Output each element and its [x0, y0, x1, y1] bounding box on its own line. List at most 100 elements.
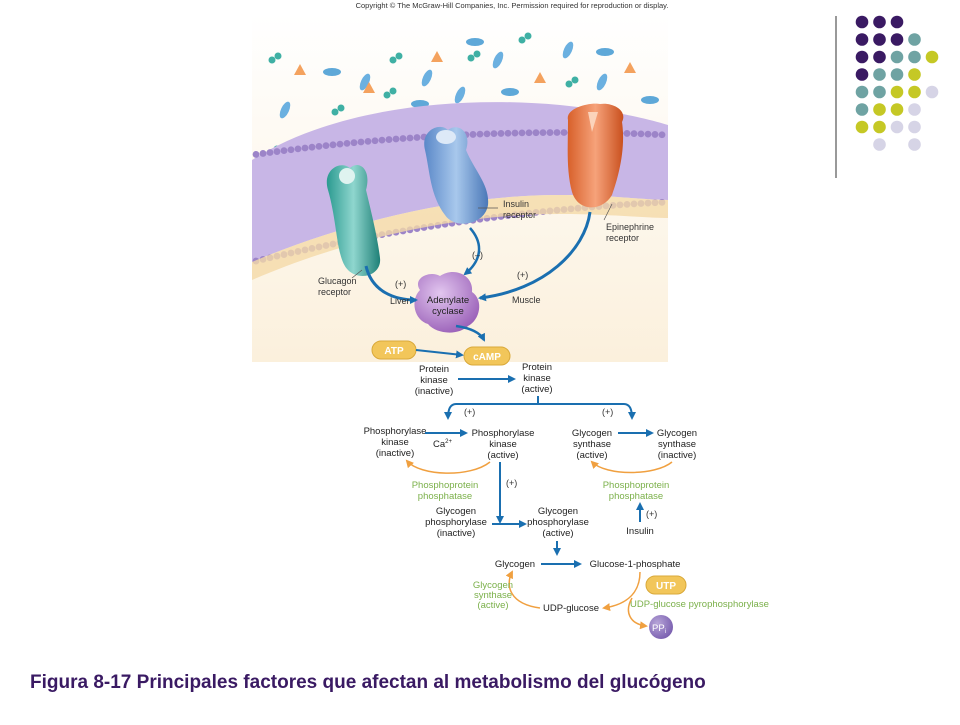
insulin-plus-label: (+): [646, 509, 657, 519]
ppase-left-line2: phosphatase: [418, 491, 472, 502]
lipid-head: [560, 129, 568, 136]
liver-plus-label: (+): [395, 279, 406, 289]
decorative-dot: [855, 120, 869, 134]
g1p-label: Glucose-1-phosphate: [590, 559, 681, 570]
lipid-head: [287, 146, 295, 154]
lipid-head: [623, 130, 631, 137]
decorative-dot: [925, 85, 939, 99]
pk-inactive-line2: kinase: [420, 375, 447, 386]
lipid-head: [539, 129, 547, 137]
ligand-molecule: [268, 52, 282, 64]
ligand-molecule: [421, 69, 433, 87]
copyright-text: Copyright © The McGraw-Hill Companies, I…: [356, 1, 669, 10]
lipid-head: [525, 129, 533, 137]
figure-caption: Figura 8-17 Principales factores que afe…: [30, 672, 706, 693]
camp-pill: cAMP: [463, 346, 511, 366]
pk-active-line1: Protein: [522, 362, 552, 373]
decorative-dot: [908, 50, 921, 64]
udp-pyrophosphorylase-label: UDP-glucose pyrophosphorylase: [630, 599, 769, 610]
lipid-head: [658, 131, 666, 139]
ligand-molecule: [518, 32, 532, 44]
liver-label: Liver: [390, 296, 410, 306]
ligand-molecule: [596, 73, 608, 91]
ligand-molecule: [389, 52, 403, 64]
ligand-molecule: [562, 41, 574, 59]
lipid-head: [504, 129, 512, 137]
lipid-head: [385, 136, 393, 143]
decorative-dot: [908, 85, 921, 99]
lipid-head: [266, 149, 274, 156]
gp-active-line1: Glycogen: [538, 506, 578, 517]
decorative-dot: [908, 68, 921, 81]
decorative-dot: [890, 103, 904, 116]
utp-label: UTP: [656, 581, 676, 592]
decorative-dot: [908, 138, 921, 151]
lipid-head: [259, 150, 267, 157]
ligand-molecule: [363, 82, 375, 93]
lipid-head: [637, 130, 645, 138]
phk-active-line2: kinase: [489, 439, 516, 450]
decorative-dot: [873, 15, 886, 29]
lipid-head: [483, 130, 491, 138]
glucagon-receptor: [326, 164, 381, 277]
ligand-molecule: [624, 62, 636, 73]
lipid-head: [343, 139, 351, 147]
adenylate-cyclase-label-2: cyclase: [432, 306, 464, 317]
lipid-head: [406, 134, 414, 142]
decorative-dot: [908, 33, 921, 46]
lipid-head: [371, 137, 379, 145]
lipid-head: [336, 140, 344, 148]
lipid-head: [252, 151, 260, 158]
gp-inactive-line3: (inactive): [437, 528, 476, 539]
gs-inactive-line3: (inactive): [658, 450, 697, 461]
ligand-molecule: [331, 104, 345, 116]
decorative-dot: [873, 85, 886, 99]
ligand-molecule: [359, 73, 371, 91]
gs-bottom-line1: Glycogen: [473, 580, 513, 591]
decorative-dot: [873, 103, 886, 116]
glucagon-receptor-label-2: receptor: [318, 287, 351, 297]
decorative-dot: [855, 68, 869, 81]
decorative-dot: [873, 120, 886, 134]
adenylate-cyclase-label-1: Adenylate: [427, 295, 469, 306]
insulin-receptor-label-1: Insulin: [503, 199, 529, 209]
gs-bottom-line3: (active): [477, 600, 508, 611]
ligand-molecule: [431, 51, 443, 62]
lipid-head: [553, 129, 561, 136]
atp-label: ATP: [384, 346, 404, 357]
gp-active-line3: (active): [542, 528, 573, 539]
ligand-molecule: [596, 48, 614, 56]
phk-inactive-line3: (inactive): [376, 448, 415, 459]
ligand-molecule: [501, 88, 519, 96]
decorative-dot: [890, 33, 904, 46]
gs-plus-label: (+): [602, 407, 613, 417]
ppase-right-line2: phosphatase: [609, 491, 663, 502]
decorative-dot: [890, 50, 904, 64]
decorative-dot: [873, 138, 886, 151]
pk-inactive-line1: Protein: [419, 364, 449, 375]
decorative-dot: [908, 103, 921, 116]
lipid-head: [546, 129, 554, 136]
decorative-dot: [890, 68, 904, 81]
ppase-left-line1: Phosphoprotein: [412, 480, 479, 491]
glycogen-label: Glycogen: [495, 559, 535, 570]
gs-active-top-line3: (active): [576, 450, 607, 461]
calcium-label: Ca2+: [433, 439, 452, 450]
phk-inactive-line2: kinase: [381, 437, 408, 448]
lipid-head: [315, 142, 323, 150]
lipid-head: [532, 129, 540, 137]
gs-bottom-line2: synthase: [474, 590, 512, 601]
ligand-molecule: [534, 72, 546, 83]
decorative-dot: [873, 68, 886, 81]
lipid-head: [469, 131, 477, 138]
ligand-molecule: [492, 51, 504, 69]
ligand-molecule: [565, 76, 579, 88]
gs-inactive-line1: Glycogen: [657, 428, 697, 439]
gp-active-line2: phosphorylase: [527, 517, 589, 528]
ligand-molecule: [323, 68, 341, 76]
atp-pill: ATP: [371, 340, 417, 360]
ligand-molecule: [641, 96, 659, 104]
lipid-head: [280, 147, 288, 155]
lipid-head: [630, 130, 638, 138]
